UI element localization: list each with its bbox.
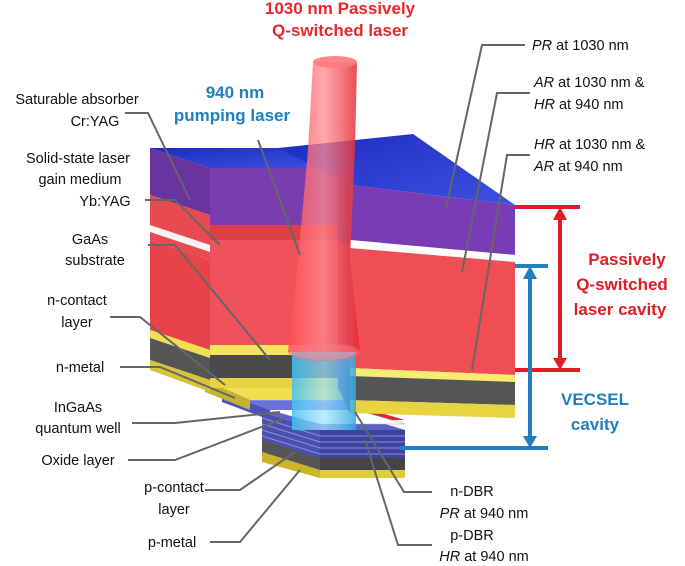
label-gain-line3: Yb:YAG	[79, 194, 130, 210]
label-ar940: AR at 940 nm	[533, 159, 623, 175]
label-absorber-line2: Cr:YAG	[71, 114, 120, 130]
label-gain-line1: Solid-state laser	[26, 151, 130, 167]
label-ar940-it: AR	[533, 159, 555, 175]
label-pdbr-hr-it: HR	[439, 549, 460, 565]
label-pcontact-line1: p-contact	[144, 480, 204, 496]
laser-title-line2: Q-switched laser	[272, 21, 408, 40]
label-ingaas-line1: InGaAs	[54, 400, 102, 416]
label-ar1030-it: AR	[533, 75, 555, 91]
label-pdbr-hr-rest: at 940 nm	[460, 549, 529, 565]
pump-title-line2: pumping laser	[174, 106, 291, 125]
label-ingaas-line2: quantum well	[35, 421, 120, 437]
label-pdbr: p-DBR	[450, 528, 494, 544]
label-hr1030: HR at 1030 nm &	[534, 137, 646, 153]
label-ndbr: n-DBR	[450, 484, 494, 500]
label-ar1030-rest: at 1030 nm &	[554, 75, 645, 91]
label-ncontact-line1: n-contact	[47, 293, 107, 309]
label-pdbr-hr: HR at 940 nm	[439, 549, 528, 565]
qs-cavity-line1: Passively	[588, 250, 666, 269]
qs-cavity-line3: laser cavity	[574, 300, 667, 319]
label-nmetal: n-metal	[56, 360, 104, 376]
label-ar1030: AR at 1030 nm &	[533, 75, 645, 91]
label-hr1030-it: HR	[534, 137, 555, 153]
label-hr940: HR at 940 nm	[534, 97, 623, 113]
label-pcontact-line2: layer	[158, 502, 190, 518]
label-oxide: Oxide layer	[41, 453, 115, 469]
label-gaas-line2: substrate	[65, 253, 125, 269]
p-dbr	[261, 412, 405, 458]
label-hr940-rest: at 940 nm	[555, 97, 624, 113]
label-gain-line2: gain medium	[38, 172, 121, 188]
label-pr1030-rest: at 1030 nm	[552, 38, 629, 54]
label-pr1030: PR at 1030 nm	[532, 38, 629, 54]
laser-beam	[288, 56, 360, 361]
label-gaas-line1: GaAs	[72, 232, 108, 248]
vecsel-cavity-line2: cavity	[571, 415, 620, 434]
leader-lines	[110, 44, 530, 546]
label-pr1030-it: PR	[532, 38, 553, 54]
label-hr940-it: HR	[534, 97, 555, 113]
label-hr1030-rest: at 1030 nm &	[555, 137, 646, 153]
label-pmetal: p-metal	[148, 535, 196, 551]
vecsel-cavity-arrow	[400, 264, 548, 450]
label-ar940-rest: at 940 nm	[554, 159, 623, 175]
label-ndbr-pr-rest: at 940 nm	[460, 506, 529, 522]
pump-title-line1: 940 nm	[206, 83, 265, 102]
label-ncontact-line2: layer	[61, 315, 93, 331]
qs-cavity-line2: Q-switched	[576, 275, 668, 294]
label-absorber-line1: Saturable absorber	[15, 92, 138, 108]
qswitch-cavity-arrow	[515, 205, 580, 372]
vecsel-cavity-line1: VECSEL	[561, 390, 629, 409]
label-ndbr-pr: PR at 940 nm	[440, 506, 529, 522]
laser-title-line1: 1030 nm Passively	[265, 0, 416, 18]
label-ndbr-pr-it: PR	[440, 506, 461, 522]
